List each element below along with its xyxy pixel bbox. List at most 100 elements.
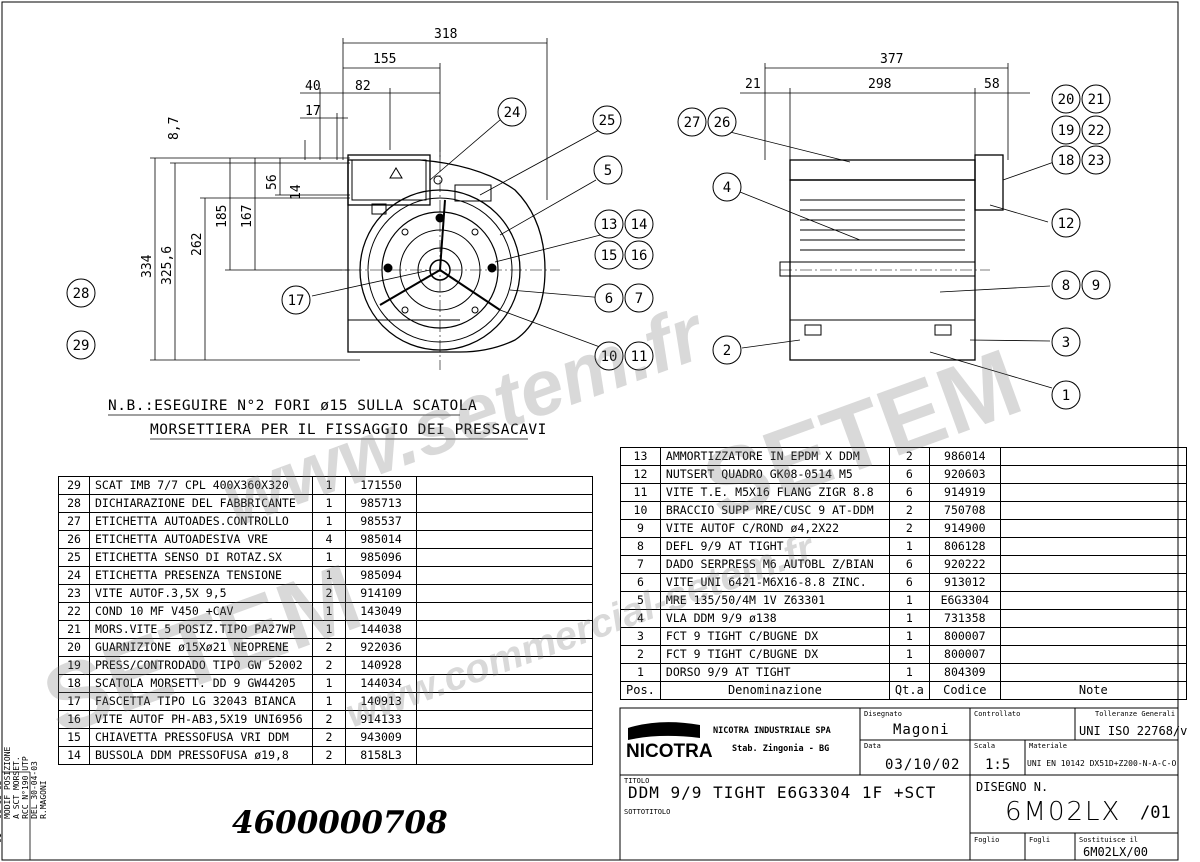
side-view-dim-text: 377 21 298 58 [745, 52, 1000, 92]
balloon-5: 5 [593, 155, 623, 185]
balloon-20: 20 [1051, 84, 1081, 114]
svg-text:6: 6 [605, 291, 613, 307]
svg-text:28: 28 [73, 286, 90, 302]
svg-text:26: 26 [714, 115, 731, 131]
bom-cell-notes [416, 512, 593, 531]
bom-cell-desc: DICHIARAZIONE DEL FABBRICANTE [89, 494, 313, 513]
bom-cell-qty: 1 [312, 602, 346, 621]
drawn-by-label: Disegnato [864, 710, 902, 718]
bom-cell-code: 920222 [928, 555, 1001, 574]
dim-82: 82 [355, 79, 371, 94]
bom-cell-notes [999, 555, 1187, 574]
bom-cell-qty: 1 [312, 494, 346, 513]
dim-56: 56 [265, 174, 280, 190]
dim-325-6: 325,6 [160, 246, 175, 285]
bom-cell-notes [416, 692, 593, 711]
scale: 1:5 [985, 757, 1011, 773]
bom-cell-qty: 4 [312, 530, 346, 549]
balloon-22: 22 [1081, 115, 1111, 145]
bom-cell-notes [999, 663, 1187, 682]
bom-cell-code: 140928 [345, 656, 417, 675]
bom-cell-code: 144034 [345, 674, 417, 693]
bom-cell-notes [999, 465, 1187, 484]
svg-text:21: 21 [1088, 92, 1105, 108]
bom-cell-qty: 2 [312, 710, 346, 729]
bom-cell-qty: 2 [888, 501, 930, 520]
balloon-21: 21 [1081, 84, 1111, 114]
leader-lines [311, 119, 1055, 389]
tolerances-label: Tolleranze Generali [1095, 710, 1176, 718]
svg-text:22: 22 [1088, 123, 1105, 139]
bom-cell-notes [416, 494, 593, 513]
front-view-dimensions [150, 38, 548, 361]
dim-8-7: 8,7 [167, 117, 182, 140]
dim-185: 185 [215, 205, 230, 228]
bom-cell-pos: 2 [620, 645, 661, 664]
bom-cell-code: 806128 [928, 537, 1001, 556]
bom-cell-qty: 1 [312, 620, 346, 639]
bom-cell-desc: BRACCIO SUPP MRE/CUSC 9 AT-DDM [659, 501, 890, 520]
bom-cell-notes [416, 710, 593, 729]
svg-text:11: 11 [631, 349, 648, 365]
bom-cell-code: E6G3304 [928, 591, 1001, 610]
bom-cell-qty: 1 [312, 674, 346, 693]
svg-text:23: 23 [1088, 153, 1105, 169]
bom-cell-qty: 1 [888, 537, 930, 556]
balloon-25: 25 [592, 105, 622, 135]
svg-text:12: 12 [1058, 216, 1075, 232]
bom-cell-code: 985096 [345, 548, 417, 567]
bom-cell-code: 750708 [928, 501, 1001, 520]
balloon-8: 8 [1051, 270, 1081, 300]
bom-cell-notes [416, 602, 593, 621]
sheets-label: Fogli [1029, 836, 1051, 844]
bom-cell-notes [999, 519, 1187, 538]
bom-cell-qty: 6 [888, 465, 930, 484]
bom-cell-qty: 2 [312, 584, 346, 603]
header-code: Codice [928, 681, 1001, 700]
item-balloons: 24 25 5 13 14 15 16 6 7 10 11 17 28 29 2… [66, 84, 1111, 410]
bom-cell-notes [416, 656, 593, 675]
bom-cell-code: 986014 [928, 447, 1001, 466]
bom-cell-code: 800007 [928, 645, 1001, 664]
bom-cell-pos: 19 [58, 656, 90, 675]
balloon-27: 27 [677, 107, 707, 137]
bom-cell-code: 985537 [345, 512, 417, 531]
bom-cell-desc: SCAT IMB 7/7 CPL 400X360X320 [89, 476, 313, 495]
bom-cell-desc: ETICHETTA PRESENZA TENSIONE [89, 566, 313, 585]
bom-cell-code: 914109 [345, 584, 417, 603]
bom-cell-qty: 1 [888, 663, 930, 682]
balloon-2: 2 [712, 335, 742, 365]
svg-text:19: 19 [1058, 123, 1075, 139]
bom-cell-pos: 18 [58, 674, 90, 693]
bom-cell-notes [416, 584, 593, 603]
dim-58: 58 [984, 77, 1000, 92]
bom-cell-desc: BUSSOLA DDM PRESSOFUSA ø19,8 [89, 746, 313, 765]
bom-cell-qty: 1 [312, 548, 346, 567]
header-pos: Pos. [620, 681, 661, 700]
svg-text:17: 17 [288, 293, 305, 309]
bom-cell-desc: FCT 9 TIGHT C/BUGNE DX [659, 645, 890, 664]
bom-header-row: Pos. Denominazione Qt.a Codice Note [620, 681, 1187, 700]
svg-text:18: 18 [1058, 153, 1075, 169]
dim-262: 262 [190, 233, 205, 256]
bom-cell-pos: 11 [620, 483, 661, 502]
balloon-13: 13 [594, 209, 624, 239]
bom-cell-notes [999, 609, 1187, 628]
bom-cell-desc: NUTSERT QUADRO GK08-0514 M5 [659, 465, 890, 484]
drawing-title: DDM 9/9 TIGHT E6G3304 1F +SCT [628, 783, 937, 802]
svg-text:14: 14 [631, 217, 648, 233]
bom-cell-qty: 1 [888, 627, 930, 646]
bom-cell-notes [999, 483, 1187, 502]
bom-cell-desc: GUARNIZIONE ø15Xø21 NEOPRENE [89, 638, 313, 657]
balloon-14: 14 [624, 209, 654, 239]
svg-text:25: 25 [599, 113, 616, 129]
